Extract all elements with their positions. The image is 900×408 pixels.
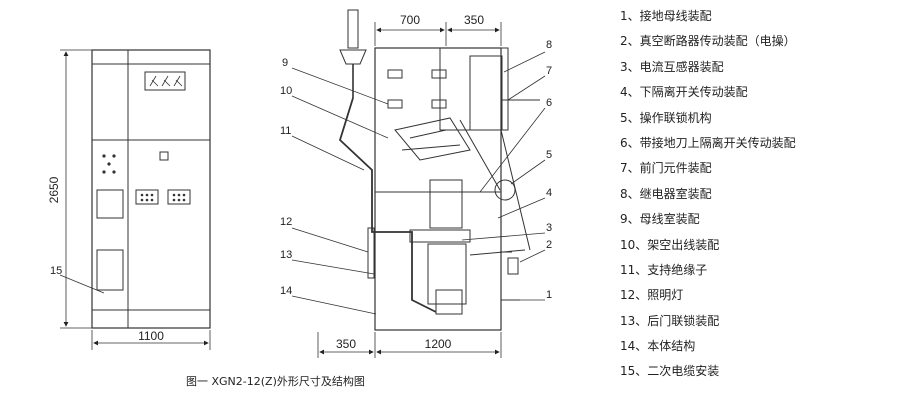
dimension-front-width: 1100 [138, 329, 164, 343]
callout-15: 15 [50, 265, 62, 277]
callout-11: 11 [280, 125, 291, 137]
dimension-top-front: 700 [400, 13, 420, 27]
dimension-bottom-depth: 1200 [425, 337, 452, 351]
busbar-riser [347, 9, 359, 49]
callout-8: 8 [546, 39, 552, 51]
component-legend: 1、接地母线装配 2、真空断路器传动装配（电操） 3、电流互感器装配 4、下隔离… [620, 4, 900, 385]
callout-4: 4 [546, 187, 552, 199]
dimension-bottom-rear: 350 [336, 337, 356, 351]
dimension-top-rear: 350 [464, 13, 484, 27]
callout-1: 1 [546, 289, 552, 301]
circuit-breaker [429, 179, 463, 229]
meter-panel [144, 71, 186, 91]
relay-room [469, 55, 503, 131]
legend-item: 3、电流互感器装配 [620, 59, 724, 74]
terminal-block-right [167, 189, 191, 205]
legend-item: 8、继电器室装配 [620, 186, 712, 201]
callout-13: 13 [280, 249, 292, 261]
legend-item: 9、母线室装配 [620, 212, 700, 227]
legend-item: 10、架空出线装配 [620, 237, 720, 252]
terminal-block-left [135, 189, 159, 205]
legend-item: 7、前门元件装配 [620, 161, 712, 176]
callout-10: 10 [280, 85, 292, 97]
callout-12: 12 [280, 216, 292, 228]
callout-2: 2 [546, 239, 552, 251]
front-dimensions [60, 49, 211, 350]
callout-leaders [291, 51, 546, 315]
callout-6: 6 [546, 97, 552, 109]
legend-item: 2、真空断路器传动装配（电操） [620, 34, 796, 49]
front-view [91, 49, 211, 329]
callout-14: 14 [280, 285, 292, 297]
callout-5: 5 [546, 149, 552, 161]
legend-item: 14、本体结构 [620, 339, 696, 354]
legend-item: 6、带接地刀上隔离开关传动装配 [620, 135, 796, 150]
legend-item: 4、下隔离开关传动装配 [620, 85, 748, 100]
indicator-lamps [102, 154, 116, 174]
section-view [338, 9, 540, 331]
dimension-height: 2650 [47, 176, 61, 203]
lighting-lamp [367, 227, 375, 279]
legend-item: 1、接地母线装配 [620, 9, 712, 23]
interlock-mechanism [494, 179, 516, 201]
figure-caption: 图一 XGN2-12(Z)外形尺寸及结构图 [186, 374, 365, 388]
legend-item: 5、操作联锁机构 [620, 110, 712, 125]
callout-9: 9 [282, 57, 288, 69]
legend-item: 13、后门联锁装配 [620, 313, 720, 328]
legend-item: 15、二次电缆安装 [620, 364, 720, 379]
legend-item: 12、照明灯 [620, 288, 684, 303]
callout-3: 3 [546, 222, 552, 234]
legend-item: 11、支持绝缘子 [620, 262, 708, 277]
callout-7: 7 [546, 65, 552, 77]
section-dimensions [317, 22, 502, 358]
